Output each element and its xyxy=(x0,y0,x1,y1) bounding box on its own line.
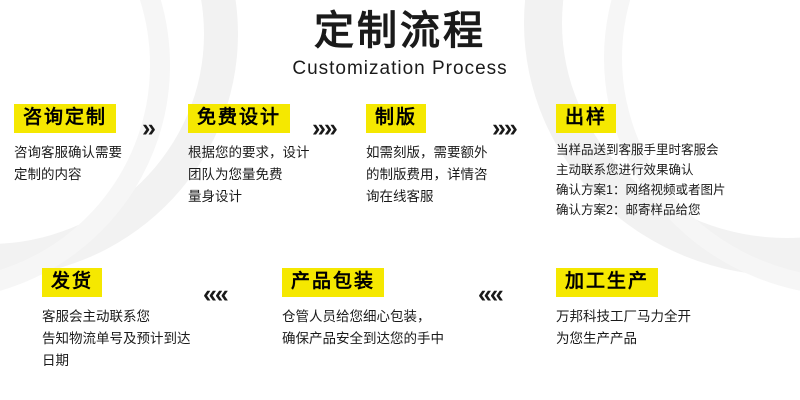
arrow-left-icon-1: «« xyxy=(203,280,229,308)
arrow-right-icon-3: »» xyxy=(492,114,518,142)
step-consultation-badge: 咨询定制 xyxy=(14,104,117,133)
step-sample: 出样 当样品送到客服手里时客服会 主动联系您进行效果确认 确认方案1：网络视频或… xyxy=(556,104,796,220)
step-free-design-badge: 免费设计 xyxy=(188,104,291,133)
step-free-design-desc: 根据您的要求，设计 团队为您量免费 量身设计 xyxy=(188,145,310,204)
step-plate-making-desc: 如需刻版，需要额外 的制版费用，详情咨 询在线客服 xyxy=(366,145,488,204)
page-title: 定制流程 Customization Process xyxy=(0,8,800,82)
title-english: Customization Process xyxy=(292,58,508,79)
step-packaging-desc: 仓管人员给您细心包装， 确保产品安全到达您的手中 xyxy=(282,309,444,346)
step-consultation-desc: 咨询客服确认需要 定制的内容 xyxy=(14,145,122,182)
step-production-badge: 加工生产 xyxy=(556,268,659,297)
title-chinese: 定制流程 xyxy=(314,9,486,53)
step-plate-making-badge: 制版 xyxy=(366,104,427,133)
process-row-top: 咨询定制 咨询客服确认需要 定制的内容 » 免费设计 根据您的要求，设计 团队为… xyxy=(0,104,800,264)
step-shipping-desc: 客服会主动联系您 告知物流单号及预计到达日期 xyxy=(42,309,191,368)
step-free-design: 免费设计 根据您的要求，设计 团队为您量免费 量身设计 xyxy=(188,104,328,208)
process-row-bottom: 发货 客服会主动联系您 告知物流单号及预计到达日期 «« 产品包装 仓管人员给您… xyxy=(0,268,800,398)
step-consultation: 咨询定制 咨询客服确认需要 定制的内容 xyxy=(14,104,144,186)
arrow-right-icon-2: »» xyxy=(312,114,338,142)
step-packaging-badge: 产品包装 xyxy=(282,268,385,297)
step-sample-badge: 出样 xyxy=(556,104,617,133)
step-shipping: 发货 客服会主动联系您 告知物流单号及预计到达日期 xyxy=(42,268,192,372)
step-plate-making: 制版 如需刻版，需要额外 的制版费用，详情咨 询在线客服 xyxy=(366,104,516,208)
step-sample-desc: 当样品送到客服手里时客服会 主动联系您进行效果确认 确认方案1：网络视频或者图片… xyxy=(556,143,726,217)
step-production-desc: 万邦科技工厂马力全开 为您生产产品 xyxy=(556,309,691,346)
arrow-right-icon-1: » xyxy=(142,114,156,142)
step-production: 加工生产 万邦科技工厂马力全开 为您生产产品 xyxy=(556,268,786,350)
step-shipping-badge: 发货 xyxy=(42,268,103,297)
step-packaging: 产品包装 仓管人员给您细心包装， 确保产品安全到达您的手中 xyxy=(282,268,502,350)
arrow-left-icon-2: «« xyxy=(478,280,504,308)
